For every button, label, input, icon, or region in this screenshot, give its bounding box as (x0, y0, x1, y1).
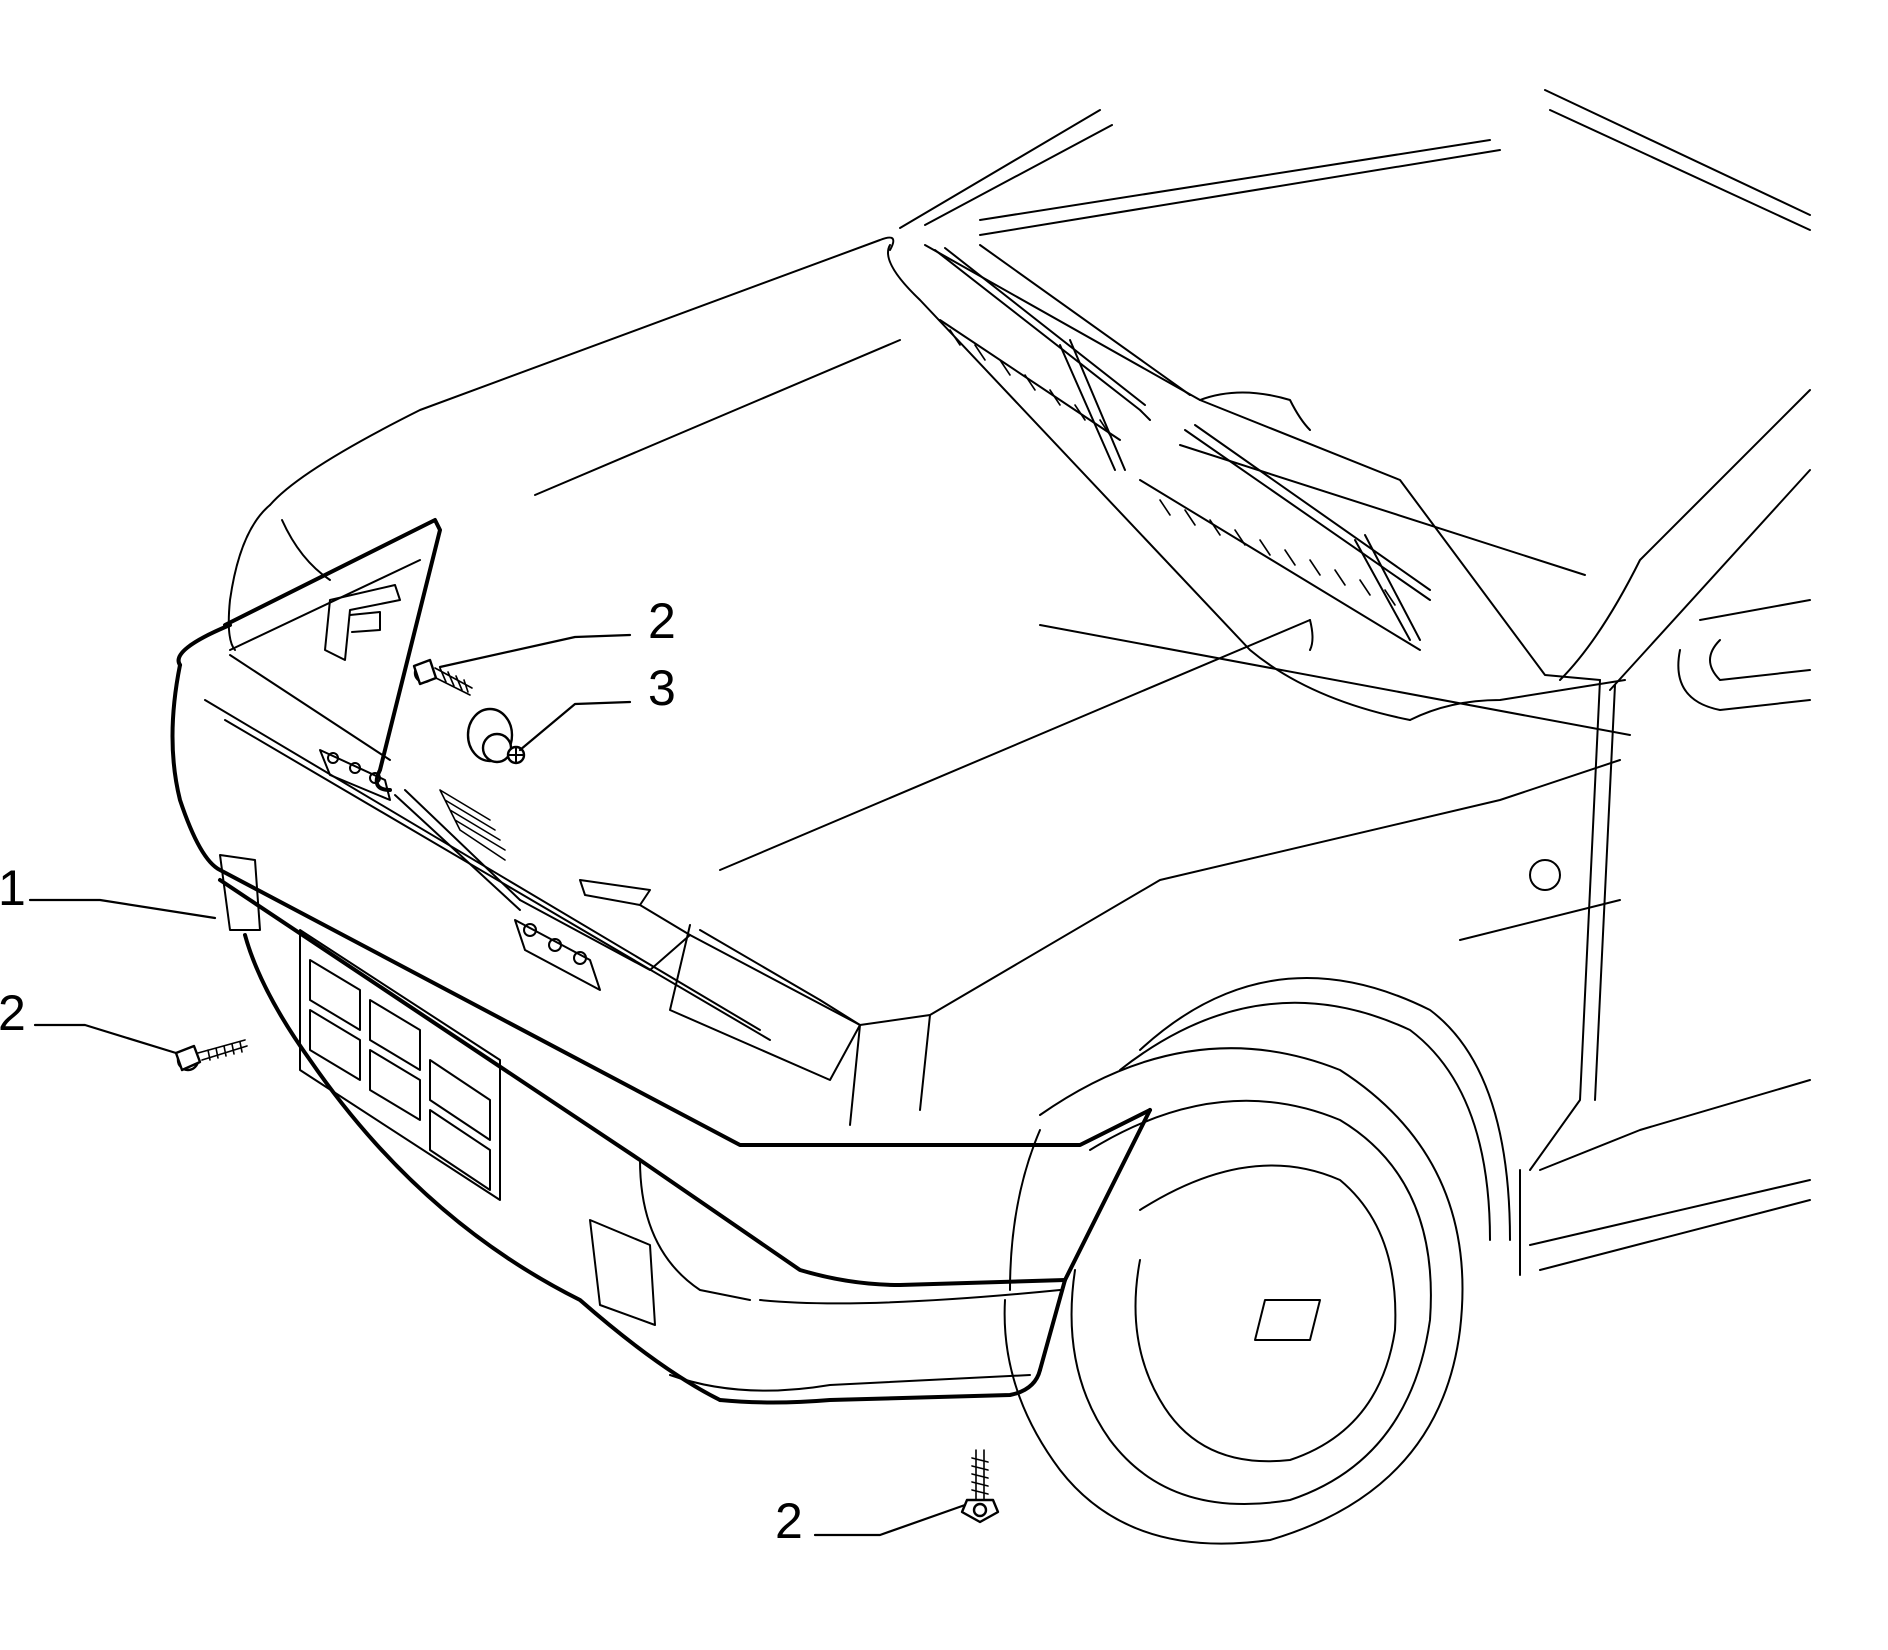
screw-top (412, 658, 473, 696)
leader-lines (28, 633, 967, 1537)
callout-3-clip: 3 (648, 660, 676, 716)
callout-2-bottom-screw: 2 (775, 1493, 803, 1549)
callout-1-bumper: 1 (0, 860, 26, 916)
screw-left (174, 1039, 248, 1072)
car-body (227, 89, 1811, 1545)
clip-top (466, 707, 526, 765)
screw-bottom (960, 1449, 1000, 1524)
callout-2-top-screw: 2 (648, 593, 676, 649)
front-bumper (170, 518, 1152, 1405)
callout-2-left-screw: 2 (0, 985, 26, 1041)
